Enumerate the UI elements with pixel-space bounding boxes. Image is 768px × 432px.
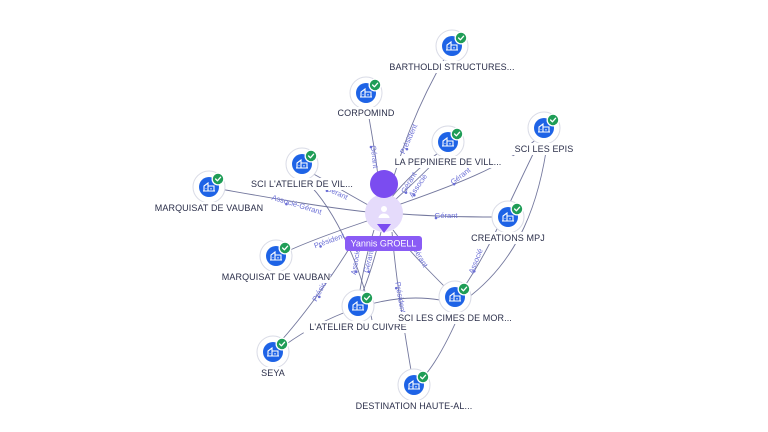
relation-edge: [287, 220, 368, 252]
edge-arrow: [367, 270, 371, 274]
verified-check-icon: [275, 337, 289, 351]
company-label: MARQUISAT DE VAUBAN: [155, 203, 263, 213]
verified-check-icon: [304, 149, 318, 163]
company-label-bg: [508, 143, 580, 155]
company-label-bg: [237, 178, 367, 190]
verified-check-icon: [211, 172, 225, 186]
relation-edge: [390, 149, 443, 199]
relation-edge: [219, 188, 369, 213]
center-pin: [370, 170, 399, 198]
company-node-marquisat1[interactable]: MARQUISAT DE VAUBAN: [154, 170, 264, 214]
connector-edge: [464, 137, 549, 301]
verified-check-icon: [368, 78, 382, 92]
edge-arrow: [285, 202, 288, 206]
company-label-bg: [221, 271, 331, 283]
company-label: L'ATELIER DU CUIVRE: [309, 322, 406, 332]
edge-arrow: [318, 295, 321, 299]
person-icon: [378, 206, 390, 218]
company-label: CORPOMIND: [338, 108, 395, 118]
company-label-bg: [469, 232, 547, 244]
company-label: CREATIONS MPJ: [471, 233, 545, 243]
building-icon: [408, 379, 420, 390]
company-node-epis[interactable]: SCI LES EPIS: [508, 111, 580, 155]
edge-role-label: Gérant: [369, 145, 380, 170]
company-label: BARTHOLDI STRUCTURES...: [389, 62, 514, 72]
edge-arrow: [412, 193, 416, 197]
building-icon: [502, 211, 514, 222]
center-label: Yannis GROELL: [351, 239, 417, 249]
building-icon: [360, 87, 372, 98]
company-label: SCI LES CIMES DE MOR...: [398, 313, 512, 323]
edge-arrow: [325, 189, 329, 193]
nodes-layer: BARTHOLDI STRUCTURES... CORPOMIND LA PEPIN…: [154, 29, 580, 412]
edge-role-label: Président: [393, 281, 408, 315]
company-node-marquisat2[interactable]: MARQUISAT DE VAUBAN: [221, 239, 331, 283]
edge-arrow: [319, 245, 322, 248]
company-node-cimes[interactable]: SCI LES CIMES DE MOR...: [390, 280, 520, 324]
company-label: DESTINATION HAUTE-AL...: [356, 401, 473, 411]
company-node-seya[interactable]: SEYA: [256, 335, 290, 379]
building-icon: [267, 346, 279, 357]
building-icon: [296, 158, 308, 169]
company-label: SCI L'ATELIER DE VIL...: [251, 179, 353, 189]
verified-check-icon: [360, 291, 374, 305]
company-label-bg: [390, 312, 520, 324]
center-node[interactable]: Yannis GROELL: [345, 170, 422, 251]
center-halo: [365, 194, 403, 232]
edge-arrow: [434, 216, 438, 220]
company-label-bg: [349, 400, 479, 412]
edge-arrow: [472, 269, 476, 273]
company-node-cuivre[interactable]: L'ATELIER DU CUIVRE: [303, 289, 413, 333]
verified-check-icon: [546, 113, 560, 127]
edge-arrow: [405, 147, 409, 151]
company-node-atelier-vil[interactable]: SCI L'ATELIER DE VIL...: [237, 147, 367, 190]
building-icon: [270, 250, 282, 261]
company-label-bg: [338, 107, 394, 119]
verified-check-icon: [454, 31, 468, 45]
relation-edge: [278, 243, 353, 344]
verified-check-icon: [450, 127, 464, 141]
company-label: SCI LES EPIS: [515, 144, 574, 154]
edge-role-label: Associé: [467, 247, 485, 275]
verified-check-icon: [510, 202, 524, 216]
company-label: LA PEPINIERE DE VILL...: [395, 157, 502, 167]
building-icon: [446, 40, 458, 51]
edge-role-label: Associé-Gérant: [271, 193, 324, 217]
company-label-bg: [383, 156, 513, 168]
building-icon: [203, 181, 215, 192]
edge-arrow: [369, 145, 373, 149]
company-label-bg: [303, 321, 413, 333]
building-icon: [352, 300, 364, 311]
center-label-bg: [345, 236, 422, 251]
edge-arrow: [354, 270, 358, 274]
company-node-bartholdi[interactable]: BARTHOLDI STRUCTURES...: [387, 29, 517, 73]
company-label-bg: [154, 202, 264, 214]
company-label-bg: [387, 61, 517, 73]
company-label-bg: [258, 367, 288, 379]
building-icon: [538, 122, 550, 133]
verified-check-icon: [416, 370, 430, 384]
verified-check-icon: [457, 282, 471, 296]
edge-arrow: [404, 191, 408, 194]
relation-edge: [401, 213, 497, 218]
company-label: SEYA: [261, 368, 285, 378]
edge-role-label: Gérant: [449, 165, 473, 187]
edge-role-label: Président: [398, 122, 419, 155]
company-label: MARQUISAT DE VAUBAN: [222, 272, 330, 282]
edge-arrow: [452, 182, 456, 186]
edge-role-label: Gérant: [435, 211, 459, 220]
company-node-creations[interactable]: CREATIONS MPJ: [469, 200, 547, 244]
company-node-corpomind[interactable]: CORPOMIND: [338, 76, 395, 119]
edge-role-label: Associé: [349, 248, 362, 275]
building-icon: [442, 136, 454, 147]
edge-arrow: [394, 286, 398, 290]
company-node-destination[interactable]: DESTINATION HAUTE-AL...: [349, 368, 479, 412]
company-node-pepiniere[interactable]: LA PEPINIERE DE VILL...: [383, 125, 513, 168]
center-pin-tip: [377, 224, 391, 233]
building-icon: [449, 291, 461, 302]
verified-check-icon: [278, 241, 292, 255]
